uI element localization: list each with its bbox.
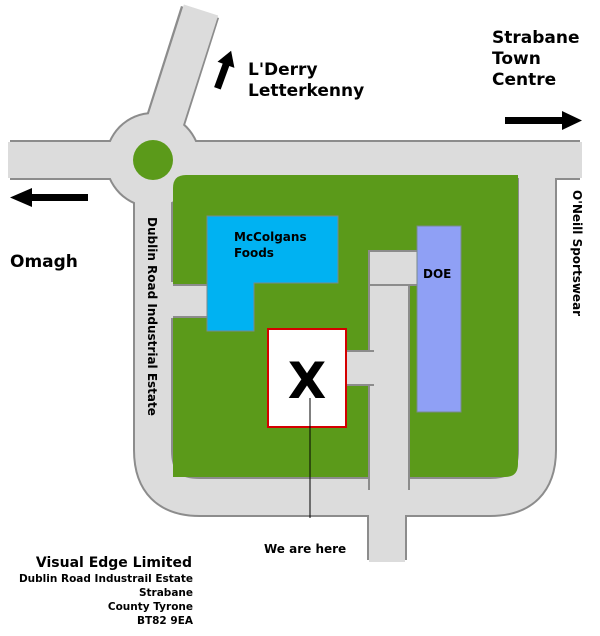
site-building [267,328,347,428]
lderry-label-2: Letterkenny [248,81,364,101]
strabane-label-1: Strabane [492,28,580,48]
arrow-strabane [505,111,582,130]
site-marker-x: X [288,352,327,410]
address-line-4: BT82 9EA [137,615,194,627]
roundabout-island [133,140,173,180]
mccolgans-label-2: Foods [234,246,274,260]
arrow-omagh [10,188,88,207]
arrow-lderry [214,50,235,90]
address-line-1: Dublin Road Industrail Estate [19,573,193,585]
access-road [171,250,422,492]
omagh-label: Omagh [10,252,78,272]
address-line-2: Strabane [139,587,193,599]
doe-building [416,225,462,413]
address-line-3: County Tyrone [108,601,193,613]
company-name: Visual Edge Limited [36,555,192,571]
doe-label: DOE [423,267,451,281]
we-are-here-label: We are here [264,542,346,556]
lderry-label-1: L'Derry [248,60,318,80]
mccolgans-foods-building [206,215,339,332]
strabane-label-3: Centre [492,70,556,90]
strabane-label-2: Town [492,49,541,69]
address-block: Visual Edge Limited Dublin Road Industra… [19,555,194,627]
dublin-road-label: Dublin Road Industrial Estate [145,217,159,416]
oneill-label: O'Neill Sportswear [570,190,584,316]
mccolgans-label-1: McColgans [234,230,307,244]
